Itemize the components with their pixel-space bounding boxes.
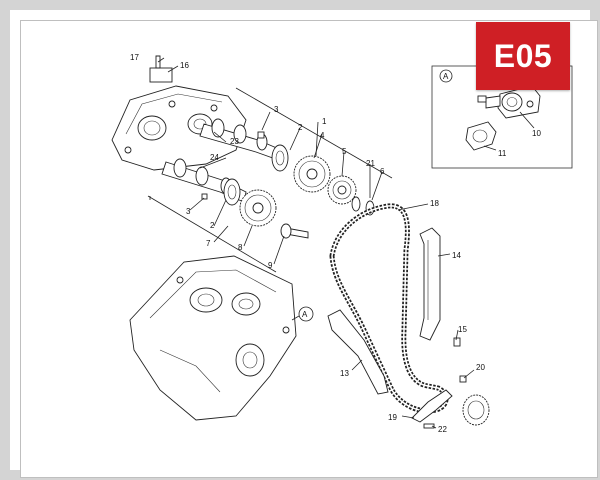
- callout-20: 20: [476, 363, 485, 372]
- section-code-badge: E05: [476, 22, 570, 90]
- callout-9: 9: [268, 261, 273, 270]
- callout-17: 17: [130, 53, 139, 62]
- timing-chain-part: [329, 203, 449, 414]
- callout-13: 13: [340, 369, 349, 378]
- callout-5: 5: [342, 147, 347, 156]
- tensioner-gasket-part: [465, 121, 497, 151]
- bolt-part: [280, 223, 309, 239]
- detail-marker-label: A: [302, 310, 308, 319]
- cam-sprocket-mid-part: [327, 175, 357, 205]
- callout-16: 16: [180, 61, 189, 70]
- crank-sprocket-part: [462, 394, 490, 426]
- callout-2: 2: [210, 221, 215, 230]
- small-pin-parts: [201, 131, 265, 200]
- callout-1: 1: [322, 117, 327, 126]
- callout-21: 21: [366, 159, 375, 168]
- bearing-lower-part: [223, 178, 241, 206]
- callout-19: 19: [388, 413, 397, 422]
- callout-15: 15: [458, 325, 467, 334]
- inset-marker-label: A: [443, 72, 449, 81]
- tensioner-rail-part: [327, 309, 389, 395]
- tensioner-lever-part: [411, 389, 453, 423]
- bearing-upper-part: [271, 144, 289, 172]
- cam-sprocket-upper-part: [293, 155, 331, 193]
- callout-2: 2: [298, 123, 303, 132]
- callout-23: 23: [230, 137, 239, 146]
- callout-22: 22: [438, 425, 447, 434]
- cam-sprocket-lower-part: [239, 189, 277, 227]
- callout-14: 14: [452, 251, 461, 260]
- callout-11: 11: [498, 149, 507, 158]
- small-bolts-part: [423, 337, 467, 429]
- section-code-label: E05: [493, 37, 553, 74]
- camshaft-bracket-part: [111, 55, 247, 171]
- callout-6: 6: [380, 167, 385, 176]
- inset-marker-circle: [439, 69, 453, 83]
- callout-3: 3: [274, 105, 279, 114]
- detail-marker-a: A: [291, 306, 314, 322]
- callout-8: 8: [238, 243, 243, 252]
- assembly-bracket-lines: [147, 87, 393, 273]
- chain-guide-part: [419, 227, 441, 341]
- callout-18: 18: [430, 199, 439, 208]
- callout-4: 4: [320, 131, 325, 140]
- callout-3: 3: [186, 207, 191, 216]
- chain-tensioner-part: [477, 85, 541, 119]
- callout-7: 7: [206, 239, 211, 248]
- callout-24: 24: [210, 153, 219, 162]
- leader-lines: [157, 57, 475, 429]
- cylinder-head-part: [129, 255, 297, 421]
- callout-labels: 1 2 2 3 3 4 5 6 7 8 9 10 11 13 14 15 16 …: [130, 53, 541, 434]
- callout-10: 10: [532, 129, 541, 138]
